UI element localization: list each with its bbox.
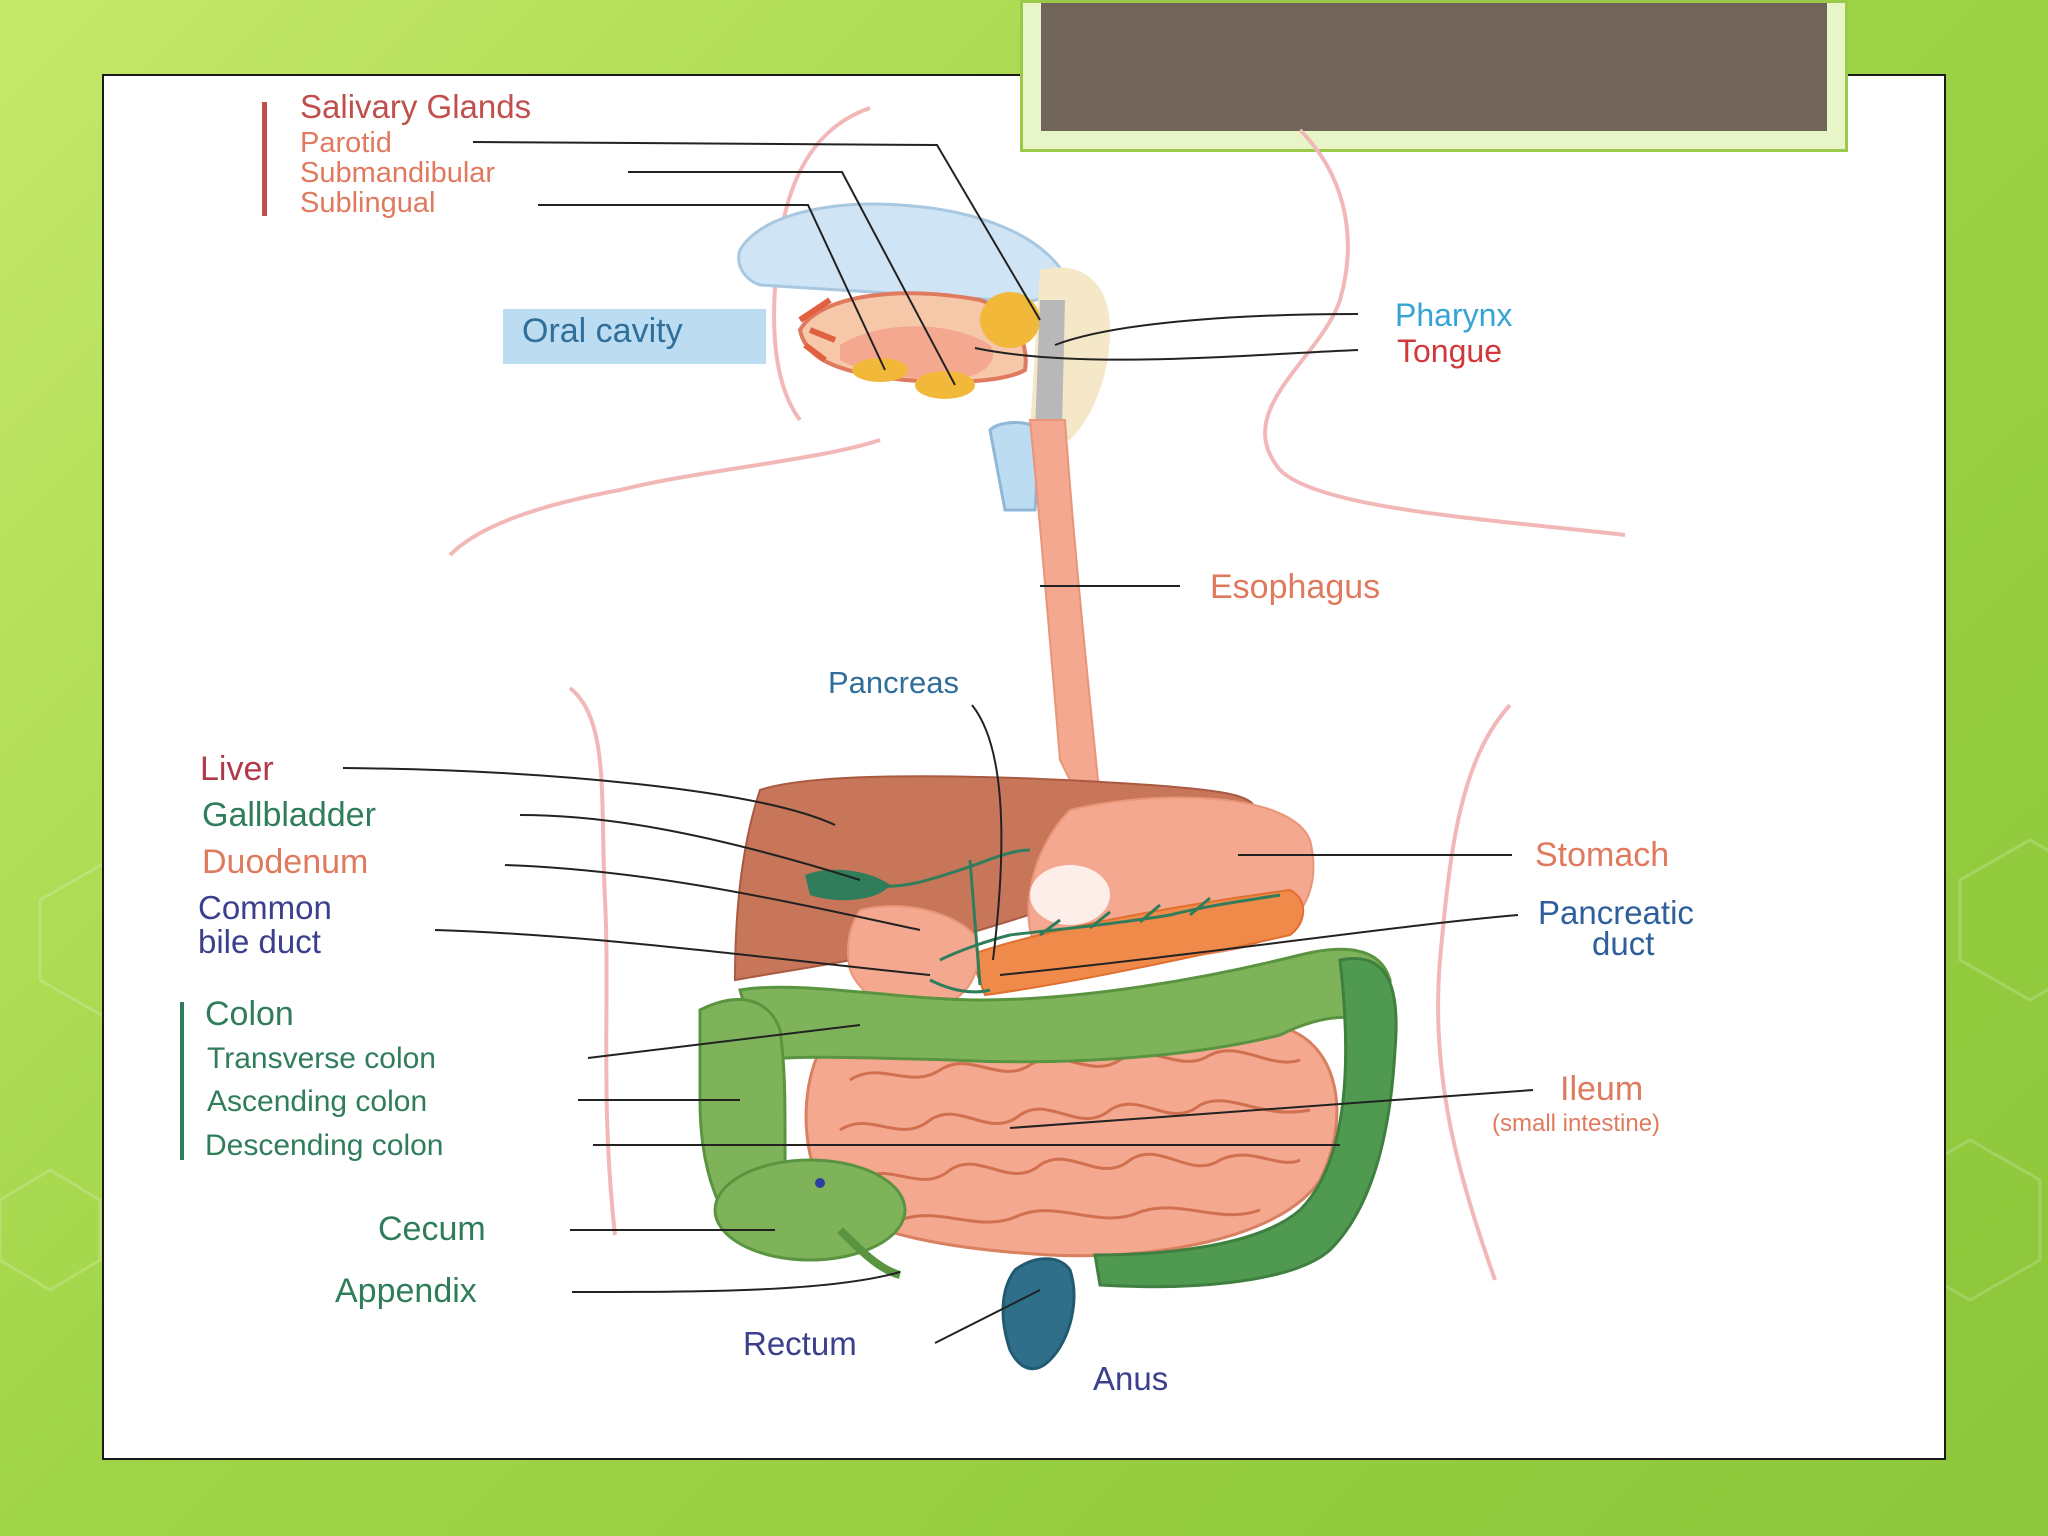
parotid-gland <box>980 292 1040 348</box>
label-pancreas: Pancreas <box>828 665 959 700</box>
salivary-bracket <box>262 102 267 216</box>
label-descending-colon: Descending colon <box>205 1129 444 1162</box>
label-small-intestine: (small intestine) <box>1492 1110 1660 1137</box>
nasal-cavity <box>737 202 1067 304</box>
intestine-folds <box>839 1049 1311 1224</box>
label-colon: Colon <box>205 995 294 1033</box>
label-parotid: Parotid <box>300 127 392 159</box>
label-sublingual: Sublingual <box>300 187 435 219</box>
label-ileum: Ileum <box>1560 1070 1643 1108</box>
esophagus-tube <box>1028 419 1102 812</box>
title-placeholder-fill <box>1041 3 1827 131</box>
label-submandibular: Submandibular <box>300 157 495 189</box>
label-liver: Liver <box>200 750 274 788</box>
teeth <box>798 297 837 363</box>
label-rectum: Rectum <box>743 1325 857 1362</box>
colon-shape <box>698 947 1398 1371</box>
oral-cavity-highlight <box>503 309 766 364</box>
label-gallbladder: Gallbladder <box>202 796 376 834</box>
label-tongue: Tongue <box>1397 333 1502 369</box>
stomach-highlight <box>1030 865 1110 925</box>
pharynx-tube <box>1035 300 1065 430</box>
head-region <box>737 202 1110 512</box>
label-anus: Anus <box>1093 1360 1168 1397</box>
larynx <box>988 421 1042 512</box>
label-ascending-colon: Ascending colon <box>207 1085 427 1118</box>
label-cecum: Cecum <box>378 1210 486 1248</box>
leader-lines <box>342 141 1534 1344</box>
label-transverse-colon: Transverse colon <box>207 1042 436 1075</box>
title-placeholder <box>1020 0 1848 152</box>
label-common: Common <box>198 889 332 926</box>
label-duct: duct <box>1592 925 1654 962</box>
label-pancreatic: Pancreatic <box>1538 894 1694 931</box>
submandibular-gland <box>915 371 975 399</box>
colon-bracket <box>180 1002 184 1160</box>
label-appendix: Appendix <box>335 1272 477 1310</box>
label-stomach: Stomach <box>1535 836 1669 874</box>
label-duodenum: Duodenum <box>202 843 368 881</box>
sublingual-gland <box>852 358 908 382</box>
label-bile-duct: bile duct <box>198 923 321 960</box>
bile-duct-network <box>869 848 1281 994</box>
label-salivary-glands: Salivary Glands <box>300 88 531 125</box>
label-esophagus: Esophagus <box>1210 568 1380 606</box>
label-oral-cavity: Oral cavity <box>522 312 683 350</box>
gallbladder-shape <box>805 869 890 901</box>
label-pharynx: Pharynx <box>1395 297 1512 333</box>
